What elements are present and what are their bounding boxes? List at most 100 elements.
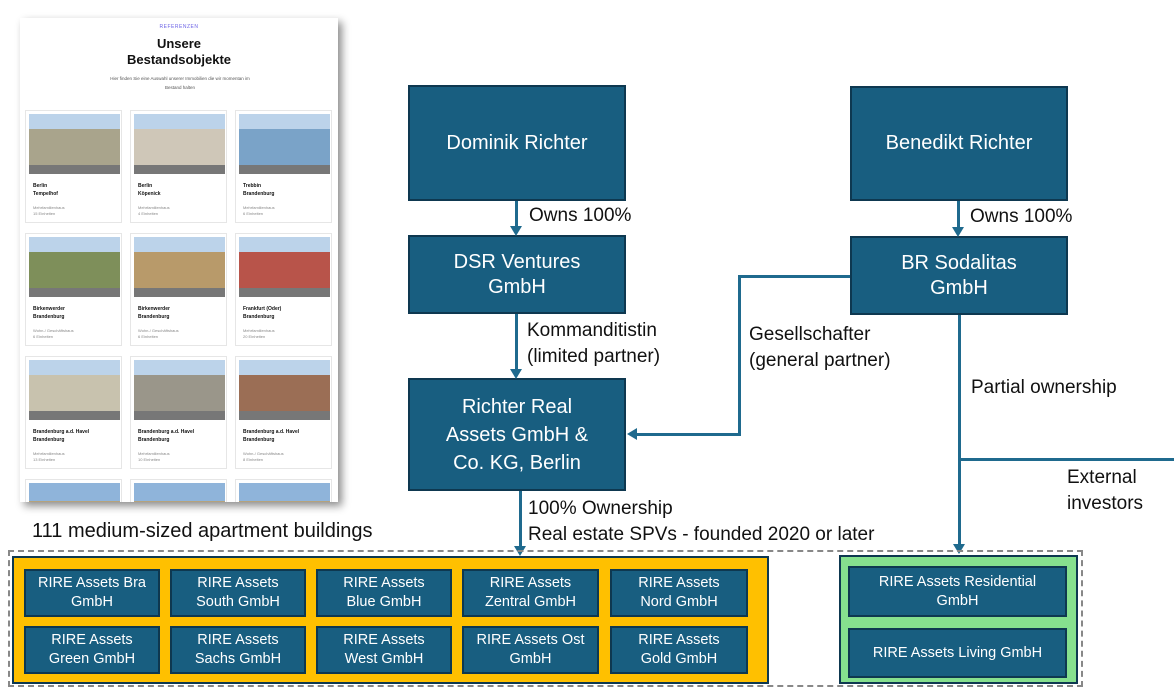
property-photo bbox=[29, 237, 120, 297]
arrow-head bbox=[627, 428, 637, 440]
screenshot-subtitle: Hier finden Sie eine Auswahl unserer Imm… bbox=[110, 76, 250, 90]
edge-label: Gesellschafter(general partner) bbox=[749, 324, 891, 372]
property-card[interactable] bbox=[235, 479, 332, 502]
arrow-head bbox=[510, 369, 522, 379]
spv-group-outline bbox=[8, 550, 1083, 687]
edge-line bbox=[958, 315, 961, 545]
node-benedikt-richter: Benedikt Richter bbox=[850, 86, 1068, 201]
title-line: Unsere bbox=[156, 36, 202, 51]
arrow-head bbox=[510, 226, 522, 236]
spv-label: RIRE Assets Living GmbH bbox=[872, 644, 1043, 661]
edge-line bbox=[636, 433, 741, 436]
property-photo bbox=[239, 483, 330, 502]
edge-label: Owns 100% bbox=[970, 206, 1073, 227]
edge-line bbox=[738, 275, 850, 278]
property-photo bbox=[134, 237, 225, 297]
property-photo bbox=[29, 483, 120, 502]
property-photo bbox=[239, 360, 330, 420]
caption: 111 medium-sized apartment buildings bbox=[32, 520, 373, 542]
node-dominik-richter: Dominik Richter bbox=[408, 85, 626, 201]
property-photo bbox=[29, 360, 120, 420]
node-label: Benedikt Richter bbox=[885, 132, 1033, 154]
edge-line bbox=[515, 201, 518, 227]
arrow-head bbox=[953, 544, 965, 554]
property-photo bbox=[29, 114, 120, 174]
kicker: REFERENZEN bbox=[159, 24, 199, 30]
edge-line bbox=[738, 275, 741, 436]
arrow-head bbox=[952, 227, 964, 237]
property-photo bbox=[134, 360, 225, 420]
property-photo bbox=[239, 237, 330, 297]
property-card[interactable] bbox=[25, 479, 122, 502]
edge-line bbox=[519, 491, 522, 547]
edge-label: Owns 100% bbox=[529, 205, 632, 226]
edge-line bbox=[958, 458, 1174, 461]
property-card[interactable] bbox=[130, 479, 227, 502]
edge-line bbox=[957, 201, 960, 228]
spv-box: RIRE Assets Living GmbH bbox=[848, 628, 1067, 678]
property-location: Frankfurt (Oder)Brandenburg bbox=[243, 306, 282, 320]
title-line: Bestandsobjekte bbox=[126, 52, 232, 68]
property-photo bbox=[134, 483, 225, 502]
edge-line bbox=[515, 314, 518, 370]
property-photo bbox=[239, 114, 330, 174]
edge-label: Partial ownership bbox=[971, 377, 1117, 398]
property-card[interactable]: Frankfurt (Oder)Brandenburg Mehrfamilien… bbox=[235, 233, 332, 346]
node-label: Dominik Richter bbox=[446, 131, 588, 154]
property-photo bbox=[134, 114, 225, 174]
edge-label: Kommanditistin(limited partner) bbox=[527, 320, 661, 368]
